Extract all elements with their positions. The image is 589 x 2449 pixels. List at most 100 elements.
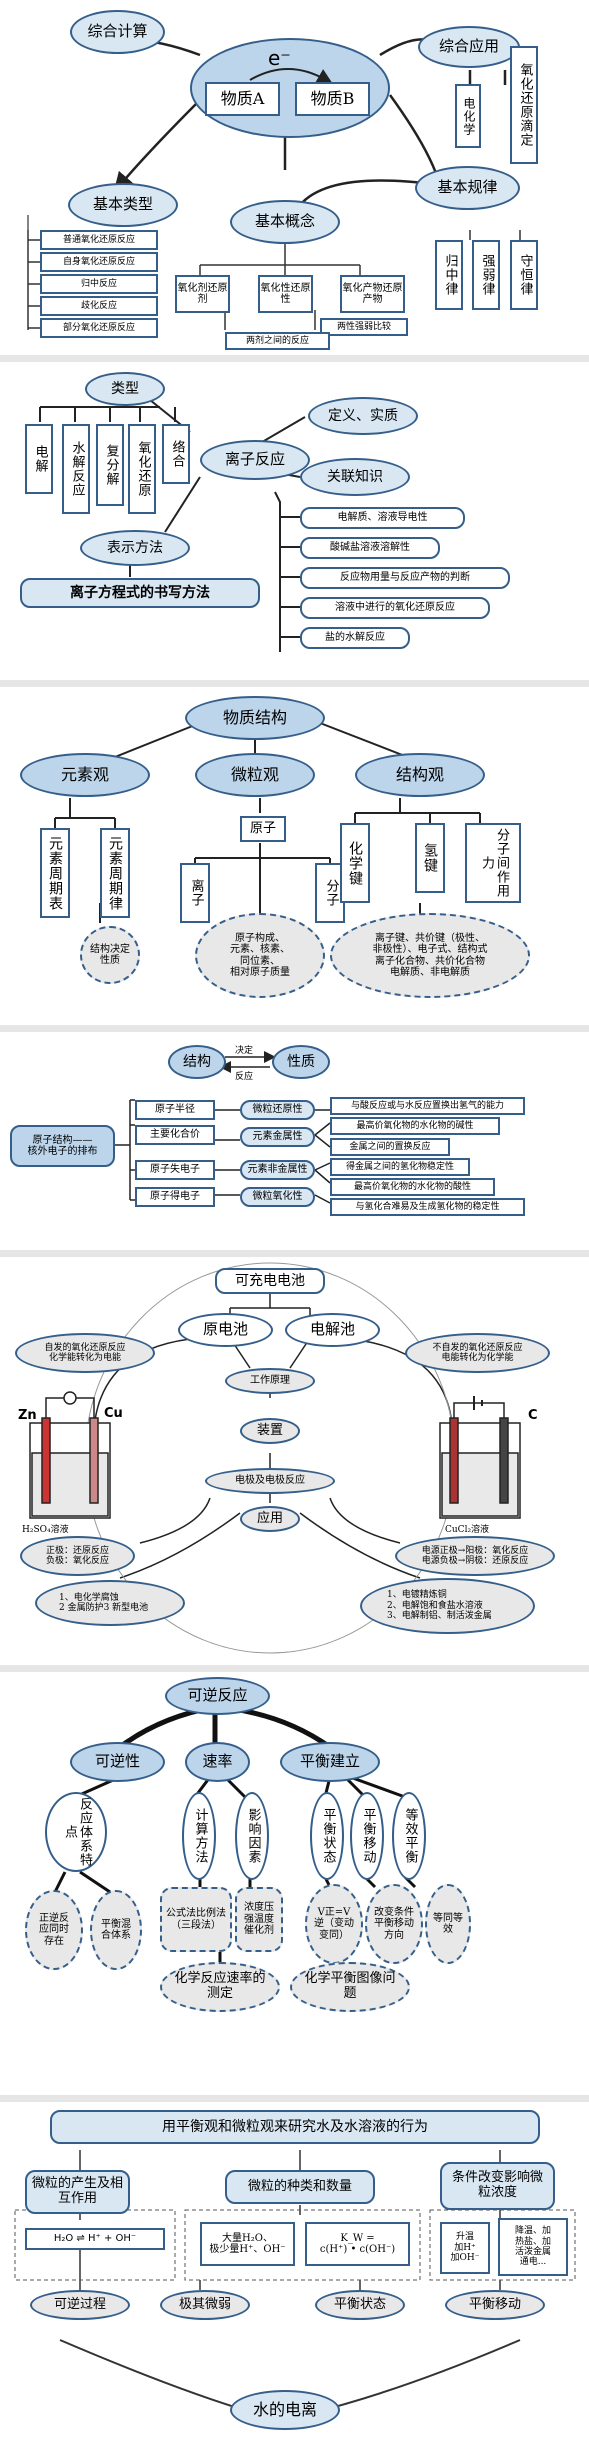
- conc-node: 浓度压强温度催化剂: [235, 1887, 283, 1952]
- right-item-6: 与氢化合难易及生成氢化物的稳定性: [330, 1198, 525, 1216]
- elem-item-1-label: 元素周期表: [47, 835, 64, 911]
- equiv-node: 等效平衡: [392, 1792, 426, 1880]
- related-item-5-label: 盐的水解反应: [325, 632, 385, 644]
- substance-b: 物质B: [295, 82, 370, 116]
- ion-label: 离子: [188, 879, 204, 907]
- ion-reaction-label: 离子反应: [224, 450, 285, 469]
- right-box-node: 条件改变影响微粒浓度: [440, 2162, 555, 2210]
- atom-desc-node: 原子构成、 元素、核素、 同位素、 相对原子质量: [195, 913, 325, 998]
- cond-change-node: 改变条件平衡移动方向: [365, 1884, 423, 1964]
- right-item-4-label: 得金属之间的氢化物稳定性: [345, 1161, 454, 1172]
- bond-desc-line-3: 离子化合物、共价化合物: [375, 955, 485, 967]
- factors-node: 影响因素: [235, 1792, 269, 1880]
- related-item-4: 溶液中进行的氧化还原反应: [300, 597, 490, 619]
- shift-label: 平衡移动: [468, 2296, 521, 2312]
- ion-type-5-label: 络合: [169, 440, 185, 468]
- def-node: 定义、实质: [308, 397, 418, 435]
- related-item-5: 盐的水解反应: [300, 627, 410, 649]
- r1-line-2: 加H⁺: [454, 2242, 476, 2253]
- eq-graph-node: 化学平衡图像问题: [290, 1962, 410, 2012]
- matter-structure-title-label: 物质结构: [222, 707, 287, 727]
- substance-b-label: 物质B: [310, 88, 355, 108]
- related-item-1-label: 电解质、溶液导电性: [337, 512, 428, 524]
- def-label: 定义、实质: [328, 407, 398, 424]
- kw-label: K_W =: [340, 2232, 375, 2244]
- bond-desc-line-4: 电解质、非电解质: [390, 967, 470, 978]
- water-title-node: 用平衡观和微粒观来研究水及水溶液的行为: [50, 2110, 540, 2144]
- right-app-line-2: 2、电解饱和食盐水溶液: [387, 1600, 483, 1611]
- coexist-label: 正逆反应同时存在: [39, 1912, 69, 1947]
- rechargeable-node: 可充电电池: [215, 1268, 325, 1294]
- bond-desc-node: 离子键、共价键（极性、 非极性）、电子式、结构式 离子化合物、共价化合物 电解质…: [330, 913, 530, 998]
- basic-concept-label: 基本概念: [254, 212, 315, 231]
- rate-measure-node: 化学反应速率的测定: [160, 1962, 280, 2012]
- r1-line-1: 升温: [455, 2232, 474, 2243]
- r2-line-2: 热盐、加: [514, 2236, 551, 2247]
- state-label: 平衡状态: [333, 2296, 386, 2312]
- reflect-label: 反应: [235, 1072, 254, 1082]
- section-water-ionization: 用平衡观和微粒观来研究水及水溶液的行为 微粒的产生及相互作用 微粒的种类和数量 …: [0, 2100, 589, 2449]
- comp-app-label: 综合应用: [438, 37, 499, 56]
- calc-label: 计算方法: [192, 1808, 208, 1864]
- section-periodic-law: 结构 决定 反应 性质 原子结构—— 核外电子的排布 原子半径 主要化合价 原子…: [0, 1035, 589, 1235]
- right-box-label: 条件改变影响微粒浓度: [451, 2170, 543, 2200]
- prop-label: 性质: [287, 1053, 315, 1070]
- rev-node: 可逆过程: [30, 2290, 130, 2320]
- divider-4: [0, 1250, 589, 1257]
- eq-mix-label: 平衡混合体系: [101, 1918, 131, 1942]
- right-app-line-1: 1、电镀精炼铜: [387, 1590, 447, 1601]
- type-item-1: 普通氧化还原反应: [40, 230, 158, 250]
- left-item-1-label: 原子半径: [155, 1104, 195, 1116]
- zn-label: Zn: [18, 1408, 37, 1423]
- water-ionization-label: 水的电离: [252, 2399, 317, 2419]
- right-item-6-label: 与氢化合难易及生成氢化物的稳定性: [355, 1201, 500, 1212]
- equilibrium-label: 平衡建立: [299, 1752, 360, 1771]
- related-item-2-label: 酸碱盐溶液溶解性: [330, 542, 410, 554]
- redox-titr-node: 氧化还原滴定: [510, 46, 538, 164]
- decide-label: 决定: [235, 1046, 254, 1056]
- left-item-4-label: 原子得电子: [150, 1191, 200, 1203]
- repr-label: 表示方法: [107, 539, 163, 556]
- weak-node: 极其微弱: [160, 2290, 250, 2320]
- atom-label: 原子: [249, 820, 276, 836]
- eq1-node: H₂O ⇌ H⁺ + OH⁻: [25, 2228, 165, 2250]
- rate-measure-label: 化学反应速率的测定: [174, 1971, 266, 2001]
- left-solution-label: H₂SO₄溶液: [22, 1525, 69, 1535]
- struct-node: 结构: [168, 1045, 226, 1079]
- mid-item-4-label: 微粒氧化性: [252, 1191, 303, 1203]
- concept-item-3: 氧化产物还原产物: [340, 275, 405, 313]
- comp-app-node: 综合应用: [418, 26, 520, 68]
- section-matter-structure: 物质结构 元素观 微粒观 结构观 元素周期表 元素周期律 结构决定性质 原子 离…: [0, 688, 589, 1018]
- section4-connectors: [115, 1051, 331, 1204]
- compare-node: 两性强弱比较: [320, 318, 408, 336]
- elem-item-2: 元素周期律: [100, 828, 130, 918]
- application-label: 应用: [256, 1510, 283, 1526]
- electrode-node: 电极及电极反应: [205, 1468, 335, 1494]
- rev-label: 可逆过程: [53, 2296, 106, 2312]
- weak-label: 极其微弱: [178, 2296, 231, 2312]
- type-item-2: 自身氧化还原反应: [40, 252, 158, 272]
- divider-3: [0, 1025, 589, 1032]
- water-ionization-node: 水的电离: [230, 2390, 340, 2430]
- left-electrode-node: 正极：还原反应 负极：氧化反应: [20, 1536, 135, 1576]
- divider-2: [0, 680, 589, 687]
- concept-item-1: 氧化剂还原剂: [175, 275, 230, 313]
- inter-force-node: 分子间作用力: [465, 823, 521, 903]
- section-ion-reaction: 类型 电解 水解反应 复分解 氧化还原 络合 离子反应 定义、实质 关联知识 表…: [0, 362, 589, 662]
- mid-box-label: 微粒的种类和数量: [247, 2178, 352, 2194]
- molecule-label: 分子: [323, 879, 339, 907]
- conc-label: 浓度压强温度催化剂: [244, 1902, 274, 1937]
- mid-item-1-label: 微粒还原性: [252, 1104, 303, 1116]
- type-item-2-label: 自身氧化还原反应: [62, 256, 135, 267]
- related-node: 关联知识: [300, 458, 410, 496]
- substance-a-label: 物质A: [220, 88, 265, 108]
- comp-calc-label: 综合计算: [87, 22, 148, 41]
- ion-type-3-label: 复分解: [103, 444, 119, 486]
- electrode-label: 电极及电极反应: [235, 1475, 305, 1487]
- right-note-line-2: 电能转化为化学能: [441, 1353, 514, 1363]
- basic-types-node: 基本类型: [68, 183, 178, 227]
- left-item-3: 原子失电子: [135, 1160, 215, 1180]
- related-label: 关联知识: [327, 468, 383, 485]
- right-electrode-node: 电源正极→阳极：氧化反应 电源负极→阴极：还原反应: [395, 1536, 555, 1576]
- echem-node: 电化学: [455, 84, 481, 148]
